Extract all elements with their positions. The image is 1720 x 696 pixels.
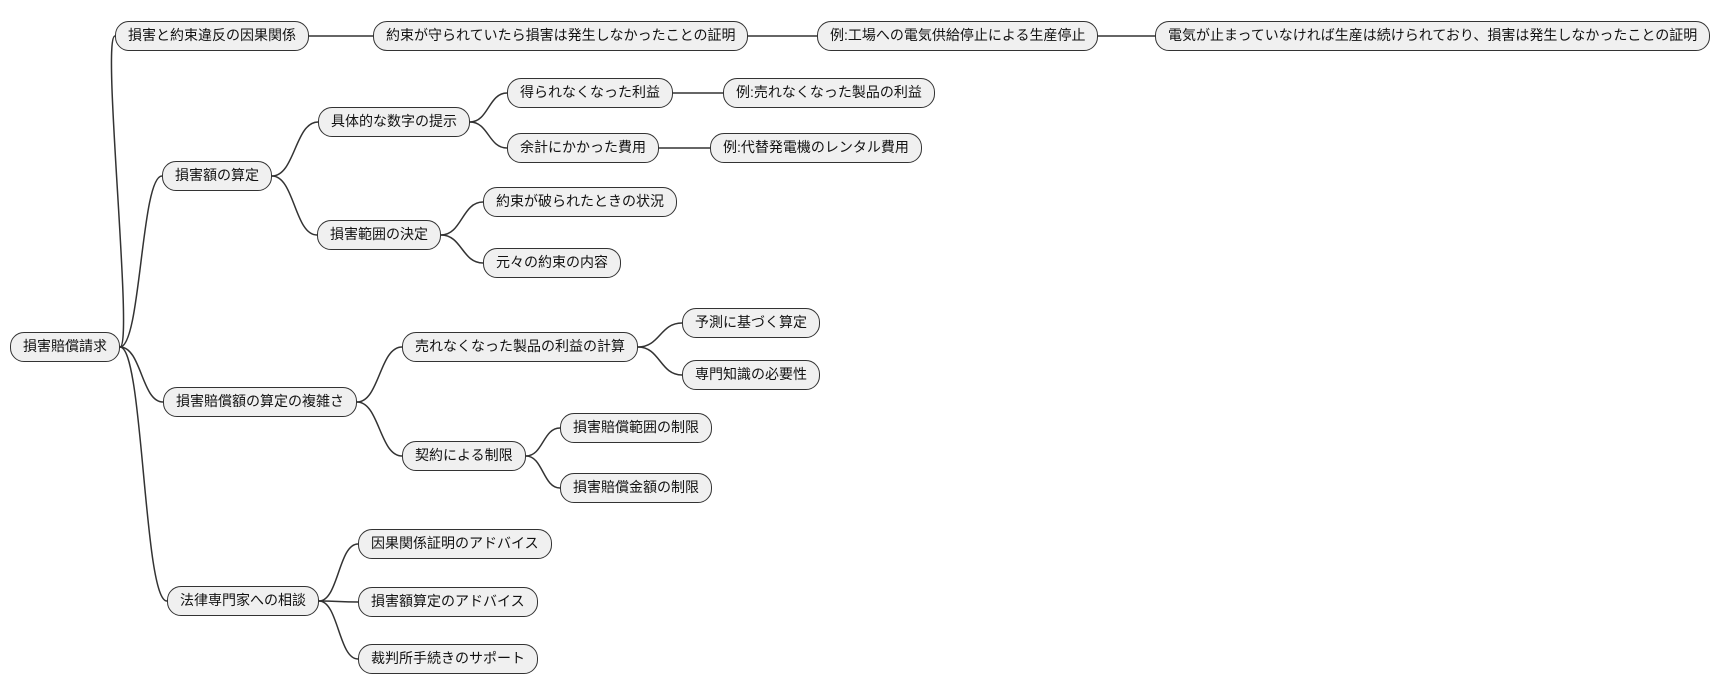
mindmap-node-b1: 損害と約束違反の因果関係 bbox=[115, 21, 309, 51]
mindmap-edge-b3a-b3a1 bbox=[637, 322, 683, 348]
mindmap-node-b1c1: 約束が守られていたら損害は発生しなかったことの証明 bbox=[373, 21, 749, 51]
mindmap-edge-b3-b3a bbox=[356, 346, 403, 403]
mindmap-node-b2a: 具体的な数字の提示 bbox=[318, 107, 470, 137]
mindmap-edge-b4-b4c bbox=[318, 600, 359, 660]
mindmap-edge-b2-b2b bbox=[271, 175, 318, 236]
mindmap-edge-b3a-b3a2 bbox=[637, 346, 683, 376]
mindmap-edge-b2-b2a bbox=[271, 121, 319, 177]
mindmap-node-b3a1: 予測に基づく算定 bbox=[682, 308, 820, 338]
mindmap-edge-root-b3 bbox=[119, 346, 164, 403]
mindmap-edge-b2a-b2a2 bbox=[469, 121, 508, 149]
mindmap-edge-b3b-b3b2 bbox=[525, 455, 561, 489]
mindmap-node-b1c3: 電気が止まっていなければ生産は続けられており、損害は発生しなかったことの証明 bbox=[1155, 21, 1711, 51]
mindmap-edge-b2b-b2b2 bbox=[440, 234, 484, 264]
mindmap-node-b3a2: 専門知識の必要性 bbox=[682, 360, 820, 390]
mindmap-root-node: 損害賠償請求 bbox=[10, 332, 120, 362]
mindmap-node-b3b1: 損害賠償範囲の制限 bbox=[560, 413, 712, 443]
mindmap-edge-root-b2 bbox=[119, 175, 163, 348]
mindmap-node-b4: 法律専門家への相談 bbox=[167, 586, 319, 616]
mindmap-edge-root-b4 bbox=[119, 346, 168, 602]
mindmap-node-b2a2: 余計にかかった費用 bbox=[507, 133, 659, 163]
mindmap-node-b2b1: 約束が破られたときの状況 bbox=[483, 187, 677, 217]
mindmap-edge-b3b-b3b1 bbox=[525, 427, 561, 457]
mindmap-edge-b2a-b2a1 bbox=[469, 92, 508, 123]
mindmap-node-b4a: 因果関係証明のアドバイス bbox=[358, 529, 552, 559]
mindmap-edge-b4-b4a bbox=[318, 543, 359, 602]
mindmap-edge-b4-b4b bbox=[318, 600, 359, 603]
mindmap-node-b2: 損害額の算定 bbox=[162, 161, 272, 191]
mindmap-edge-b2b-b2b1 bbox=[440, 201, 484, 236]
mindmap-node-b3: 損害賠償額の算定の複雑さ bbox=[163, 387, 357, 417]
mindmap-node-b2b: 損害範囲の決定 bbox=[317, 220, 441, 250]
mindmap-node-b2a2x: 例:代替発電機のレンタル費用 bbox=[710, 133, 922, 163]
mindmap-node-b3b: 契約による制限 bbox=[402, 441, 526, 471]
mindmap-node-b2a1x: 例:売れなくなった製品の利益 bbox=[723, 78, 935, 108]
mindmap-edge-b3-b3b bbox=[356, 401, 403, 457]
mindmap-node-b4b: 損害額算定のアドバイス bbox=[358, 587, 538, 617]
mindmap-node-b2a1: 得られなくなった利益 bbox=[507, 78, 673, 108]
mindmap-node-b1c2: 例:工場への電気供給停止による生産停止 bbox=[817, 21, 1099, 51]
mindmap-node-b2b2: 元々の約束の内容 bbox=[483, 248, 621, 278]
mindmap-edge-root-b1 bbox=[110, 35, 125, 348]
mindmap-node-b4c: 裁判所手続きのサポート bbox=[358, 644, 538, 674]
mindmap-node-b3b2: 損害賠償金額の制限 bbox=[560, 473, 712, 503]
mindmap-node-b3a: 売れなくなった製品の利益の計算 bbox=[402, 332, 638, 362]
